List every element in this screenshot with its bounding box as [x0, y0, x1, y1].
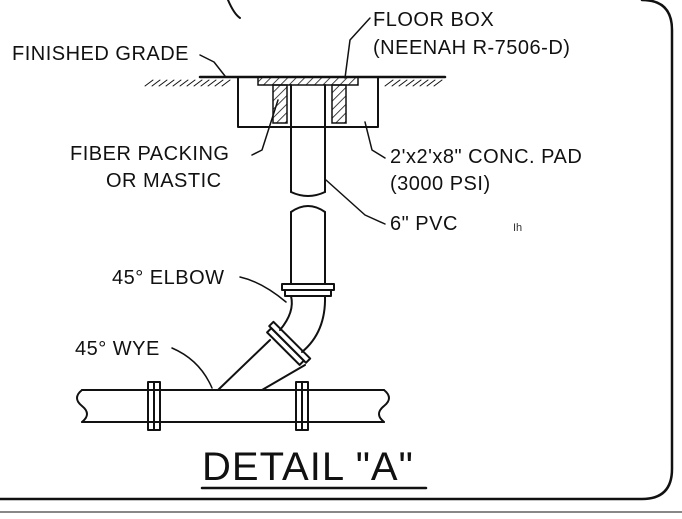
- fiber-packing-left: [272, 84, 288, 124]
- detail-title: DETAIL "A": [202, 445, 414, 489]
- wye-flange: [266, 320, 312, 366]
- fiber-packing-label: FIBER PACKING: [70, 143, 230, 165]
- pvc-pipe-upper: [290, 84, 326, 197]
- main-pipe: [76, 389, 390, 423]
- pvc-label: 6" PVC: [390, 213, 458, 235]
- elbow-label: 45° ELBOW: [112, 267, 225, 289]
- fiber-packing-label-2: OR MASTIC: [106, 170, 222, 192]
- wye-label: 45° WYE: [75, 338, 160, 360]
- floor-box-label: FLOOR BOX: [373, 9, 494, 31]
- conc-pad-label: 2'x2'x8" CONC. PAD: [390, 146, 582, 168]
- elbow-body: [279, 295, 327, 353]
- floor-box-model-label: (NEENAH R-7506-D): [373, 37, 570, 59]
- floor-box-plate: [257, 76, 359, 86]
- pvc-pipe-lower: [290, 205, 326, 285]
- top-mark: [227, 0, 241, 19]
- earth-hatch: [144, 79, 443, 87]
- leader-lines: [171, 17, 386, 389]
- elbow-flange: [281, 283, 335, 297]
- main-flange-left: [147, 381, 161, 431]
- main-flange-right: [295, 381, 309, 431]
- stray-mark: Ih: [513, 222, 522, 234]
- finished-grade-label: FINISHED GRADE: [12, 43, 189, 65]
- wye-branch: [217, 339, 306, 391]
- conc-pad-psi-label: (3000 PSI): [390, 173, 491, 195]
- fiber-packing-right: [331, 84, 347, 124]
